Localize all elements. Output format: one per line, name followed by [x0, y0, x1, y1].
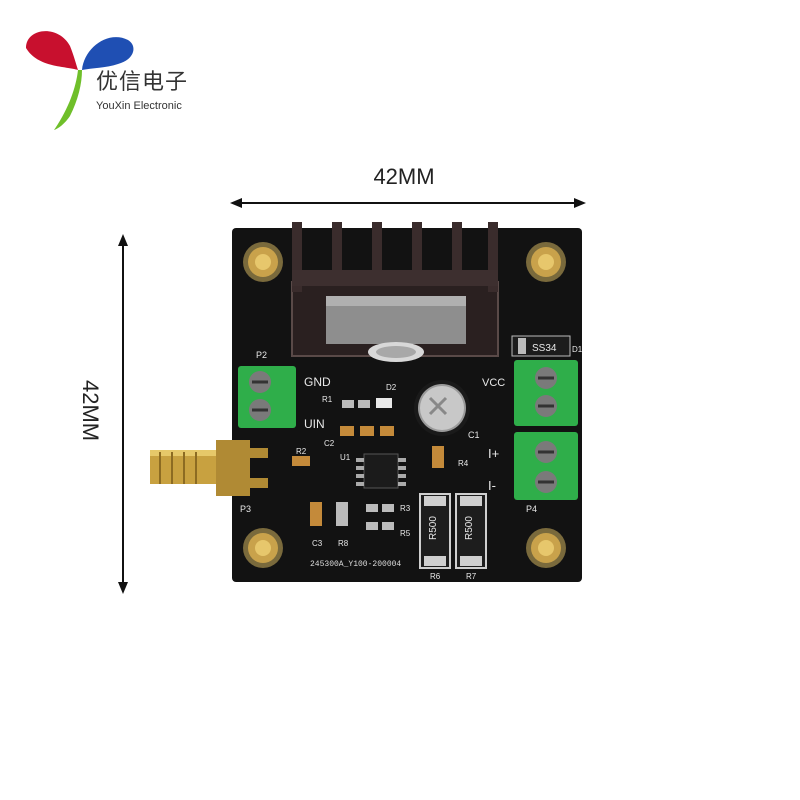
terminal-block-vcc — [514, 360, 578, 426]
smd-components — [292, 398, 444, 530]
label-uin: UIN — [304, 417, 325, 431]
terminal-block-p2: P2 — [238, 350, 296, 428]
label-p2: P2 — [256, 350, 267, 360]
sma-connector: P3 — [150, 440, 268, 514]
height-dimension-arrow — [118, 234, 128, 594]
chip-u1: U1 — [340, 453, 406, 489]
label-vcc: VCC — [482, 377, 505, 389]
logo-red-petal — [26, 31, 78, 70]
label-p3: P3 — [240, 504, 251, 514]
label-i-minus: I- — [488, 478, 496, 493]
brand-logo — [18, 18, 218, 138]
brand-name-en: YouXin Electronic — [96, 100, 182, 112]
resistor-r7-marking: R500 — [464, 516, 475, 540]
logo-green-stem — [54, 70, 82, 130]
resistor-r6: R500 R6 — [419, 493, 451, 581]
mounting-hole-bottom-left — [243, 528, 283, 568]
terminal-block-p4: P4 — [514, 432, 578, 514]
label-c3: C3 — [312, 539, 323, 548]
label-d1: D1 — [572, 345, 583, 354]
mounting-hole-top-left — [243, 242, 283, 282]
heatsink — [291, 222, 499, 362]
capacitor-c1: C1 — [414, 380, 480, 440]
mounting-hole-bottom-right — [526, 528, 566, 568]
diode-marking: SS34 — [532, 343, 557, 354]
mounting-hole-top-right — [526, 242, 566, 282]
width-dimension-label: 42MM — [373, 164, 435, 189]
label-d2: D2 — [386, 383, 397, 392]
label-r8: R8 — [338, 539, 349, 548]
diode-d1: SS34 D1 — [511, 335, 583, 357]
pcb-code: 245300A_Y100-200004 — [310, 560, 401, 569]
label-r2: R2 — [296, 447, 307, 456]
height-dimension-label: 42MM — [78, 380, 103, 442]
label-r1: R1 — [322, 395, 333, 404]
label-r7: R7 — [466, 572, 477, 581]
label-r4: R4 — [458, 459, 469, 468]
label-p4: P4 — [526, 504, 537, 514]
resistor-r6-marking: R500 — [428, 516, 439, 540]
label-c2: C2 — [324, 439, 335, 448]
label-r6: R6 — [430, 572, 441, 581]
width-dimension-arrow — [230, 198, 586, 208]
label-r5: R5 — [400, 529, 411, 538]
logo-blue-petal — [82, 37, 134, 70]
label-c1: C1 — [468, 430, 480, 440]
label-u1: U1 — [340, 453, 351, 462]
brand-name-cn: 优信电子 — [96, 70, 189, 95]
resistor-r7: R500 R7 — [455, 493, 487, 581]
label-gnd: GND — [304, 375, 331, 389]
label-r3: R3 — [400, 504, 411, 513]
label-i-plus: I+ — [488, 446, 499, 461]
